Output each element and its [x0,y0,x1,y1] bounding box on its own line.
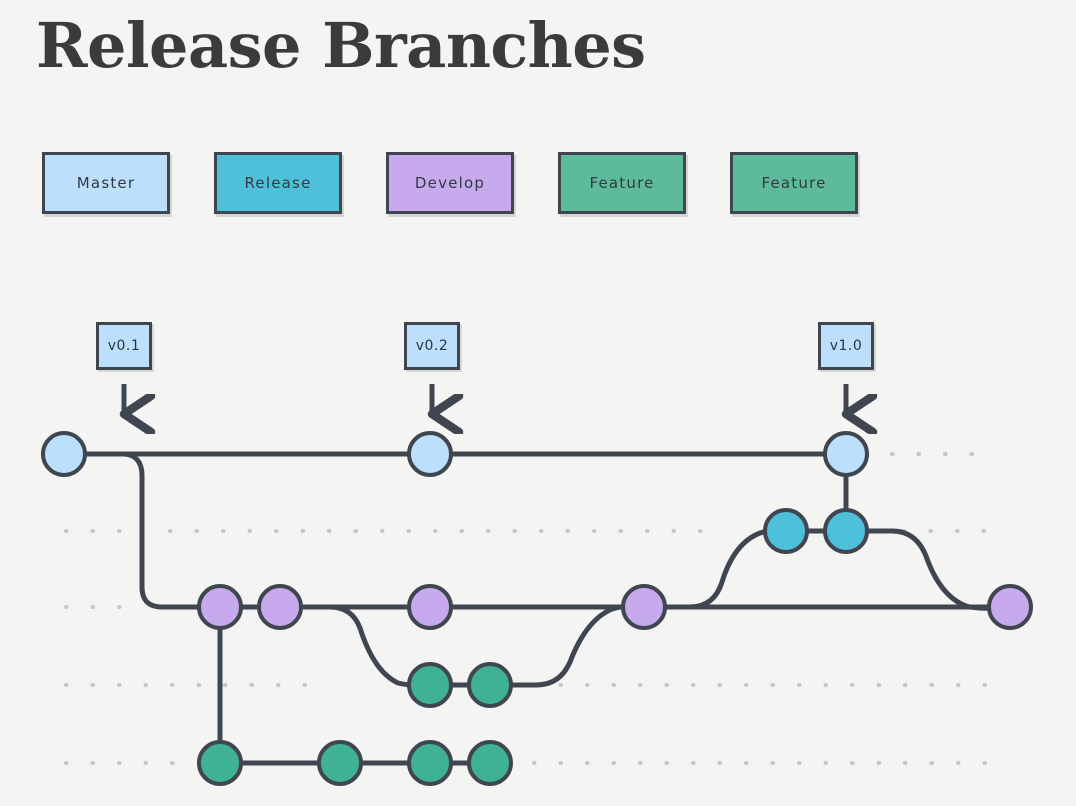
commit-node-feature2-4[interactable] [467,740,513,786]
commit-node-develop-3[interactable] [407,584,453,630]
page-title: Release Branches [36,9,646,82]
commit-node-feature2-3[interactable] [407,740,453,786]
tag-box-v0-2[interactable]: v0.2 [404,322,460,370]
commit-node-release-2[interactable] [823,508,869,554]
tag-box-v1-0[interactable]: v1.0 [818,322,874,370]
legend-label-feature-1: Feature [589,174,655,192]
commit-node-develop-1[interactable] [197,584,243,630]
commit-node-master-v1-0[interactable] [823,431,869,477]
commit-node-release-1[interactable] [763,508,809,554]
edge-release-merge-develop [859,528,1013,611]
tag-box-v0-1[interactable]: v0.1 [96,322,152,370]
commit-node-master-v0-2[interactable] [407,431,453,477]
commit-node-feature2-2[interactable] [317,740,363,786]
legend-chip-master[interactable]: Master [42,152,170,214]
legend-label-develop: Develop [414,174,486,192]
tag-label-v1-0: v1.0 [829,338,863,354]
commit-node-develop-2[interactable] [257,584,303,630]
legend-chip-release[interactable]: Release [214,152,342,214]
commit-node-develop-5[interactable] [987,584,1033,630]
tag-arrows [124,384,846,414]
legend-chip-feature-2[interactable]: Feature [730,152,858,214]
legend-label-master: Master [76,174,136,192]
commit-node-feature2-1[interactable] [197,740,243,786]
legend: Master Release Develop Feature Feature [42,152,858,214]
commit-node-develop-4[interactable] [621,584,667,630]
edge-master-to-develop [77,451,223,610]
legend-chip-feature-1[interactable]: Feature [558,152,686,214]
dotted-lane-guides [64,452,998,765]
tag-label-v0-1: v0.1 [107,338,141,354]
tag-label-v0-2: v0.2 [415,338,449,354]
legend-label-feature-2: Feature [761,174,827,192]
legend-chip-develop[interactable]: Develop [386,152,514,214]
legend-label-release: Release [244,174,312,192]
commit-node-feature1-1[interactable] [407,662,453,708]
commit-nodes [41,431,1033,786]
edge-feature1-merge-develop [505,603,647,688]
commit-node-feature1-2[interactable] [467,662,513,708]
commit-node-master-v0-1[interactable] [41,431,87,477]
